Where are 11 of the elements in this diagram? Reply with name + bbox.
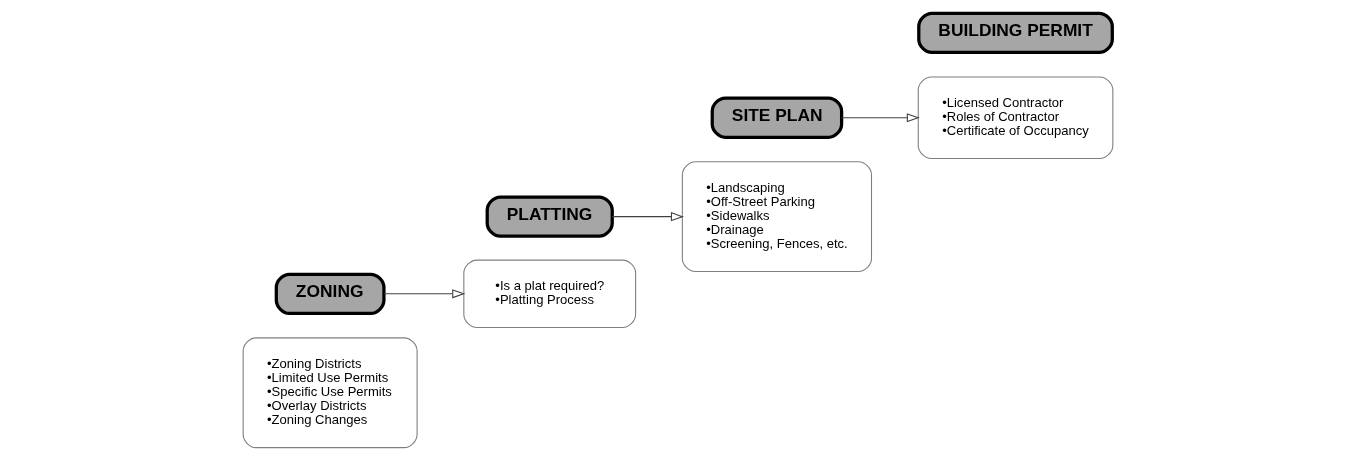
node-box: ZONING	[274, 272, 386, 315]
node-box: •Licensed Contractor •Roles of Contractor •Certificate of Occupancy	[917, 75, 1114, 159]
arrow	[841, 112, 920, 122]
node-box: BUILDING PERMIT	[917, 11, 1114, 54]
node-box: •Landscaping •Off-Street Parking •Sidewalks •Drainage •Screening, Fences, etc.	[681, 160, 873, 272]
arrow	[611, 211, 684, 221]
arrow	[383, 288, 466, 298]
node-box: SITE PLAN	[710, 96, 844, 139]
node-box: •Zoning Districts •Limited Use Permits •Specific Use Permits •Overlay Districts •Zoning Changes	[242, 336, 418, 448]
node-box: •Is a plat required? •Platting Process	[463, 259, 637, 328]
node-box: PLATTING	[485, 194, 614, 238]
